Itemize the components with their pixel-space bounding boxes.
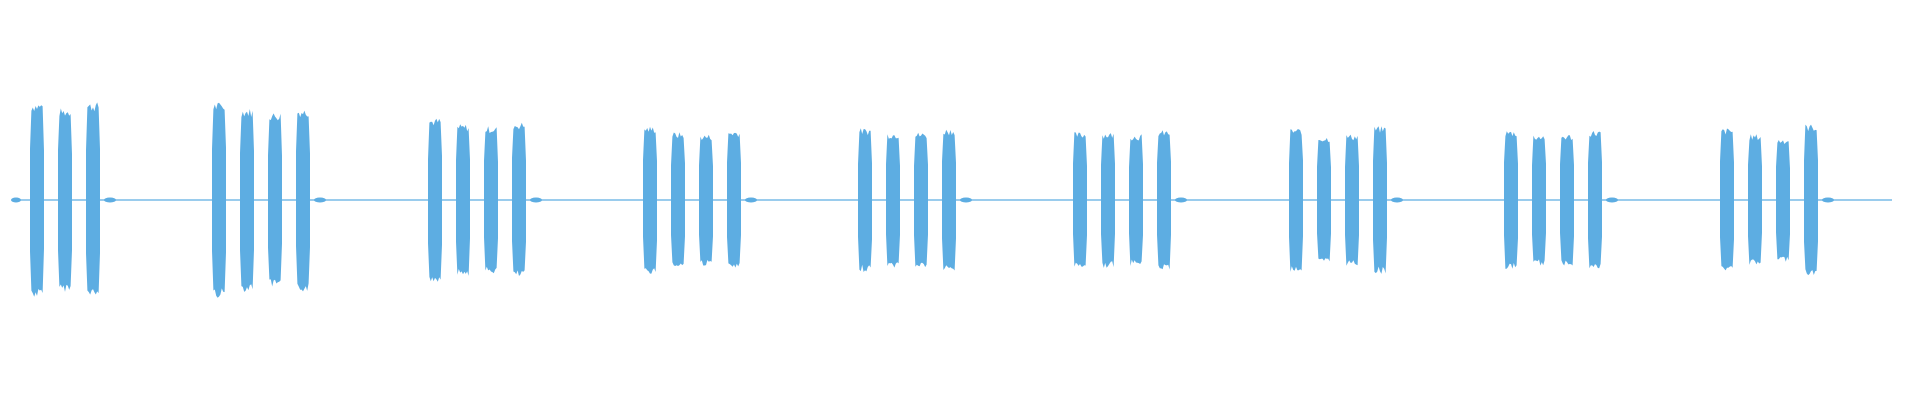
waveform-burst bbox=[86, 102, 100, 295]
waveform-burst bbox=[456, 124, 470, 276]
waveform-burst bbox=[886, 134, 900, 268]
waveform-tail bbox=[960, 197, 972, 203]
waveform-burst bbox=[1345, 134, 1359, 266]
waveform-burst bbox=[240, 109, 254, 292]
burst-group bbox=[428, 118, 542, 282]
waveform-burst bbox=[1129, 134, 1143, 266]
waveform-burst bbox=[512, 122, 526, 276]
waveform-burst bbox=[1588, 131, 1602, 269]
waveform-burst bbox=[428, 118, 442, 282]
waveform-tail bbox=[1822, 197, 1834, 203]
burst-group bbox=[1504, 131, 1618, 269]
waveform-burst bbox=[1289, 129, 1303, 272]
waveform-tail bbox=[104, 197, 116, 203]
waveform-burst bbox=[1157, 130, 1171, 270]
burst-group bbox=[1720, 124, 1834, 276]
waveform-burst bbox=[1560, 135, 1574, 266]
burst-group bbox=[643, 126, 757, 274]
waveform-burst bbox=[268, 113, 282, 287]
waveform-burst bbox=[30, 105, 44, 297]
waveform-burst bbox=[1720, 128, 1734, 271]
burst-group bbox=[212, 102, 326, 298]
waveform-burst bbox=[1504, 131, 1518, 269]
waveform-burst bbox=[484, 126, 498, 274]
burst-group bbox=[30, 102, 116, 297]
waveform-burst bbox=[1073, 132, 1087, 267]
waveform-tail bbox=[745, 197, 757, 203]
burst-group bbox=[858, 128, 972, 272]
waveform-tail bbox=[1175, 197, 1187, 203]
waveform-burst bbox=[858, 128, 872, 272]
burst-group bbox=[1289, 126, 1403, 274]
waveform-burst bbox=[212, 102, 226, 298]
waveform-burst bbox=[942, 129, 956, 271]
waveform-tail bbox=[1606, 197, 1618, 203]
waveform-burst bbox=[1532, 135, 1546, 266]
waveform-burst bbox=[296, 110, 310, 292]
waveform-burst bbox=[58, 108, 72, 292]
waveform-burst bbox=[1748, 134, 1762, 265]
waveform-burst bbox=[671, 132, 685, 266]
waveform-burst bbox=[1373, 126, 1387, 274]
burst-group bbox=[1073, 130, 1187, 270]
waveform-burst bbox=[699, 134, 713, 266]
waveform-burst bbox=[1101, 133, 1115, 268]
waveform-tail bbox=[530, 197, 542, 203]
waveform-burst bbox=[914, 132, 928, 268]
waveform-burst bbox=[643, 126, 657, 274]
waveform-lead-blip bbox=[11, 197, 21, 203]
waveform-burst bbox=[1776, 140, 1790, 262]
waveform-burst bbox=[1804, 124, 1818, 276]
waveform-burst bbox=[1317, 138, 1331, 262]
waveform-tail bbox=[314, 197, 326, 203]
waveform-burst bbox=[727, 132, 741, 268]
waveform-tail bbox=[1391, 197, 1403, 203]
waveform-bursts bbox=[11, 102, 1834, 298]
